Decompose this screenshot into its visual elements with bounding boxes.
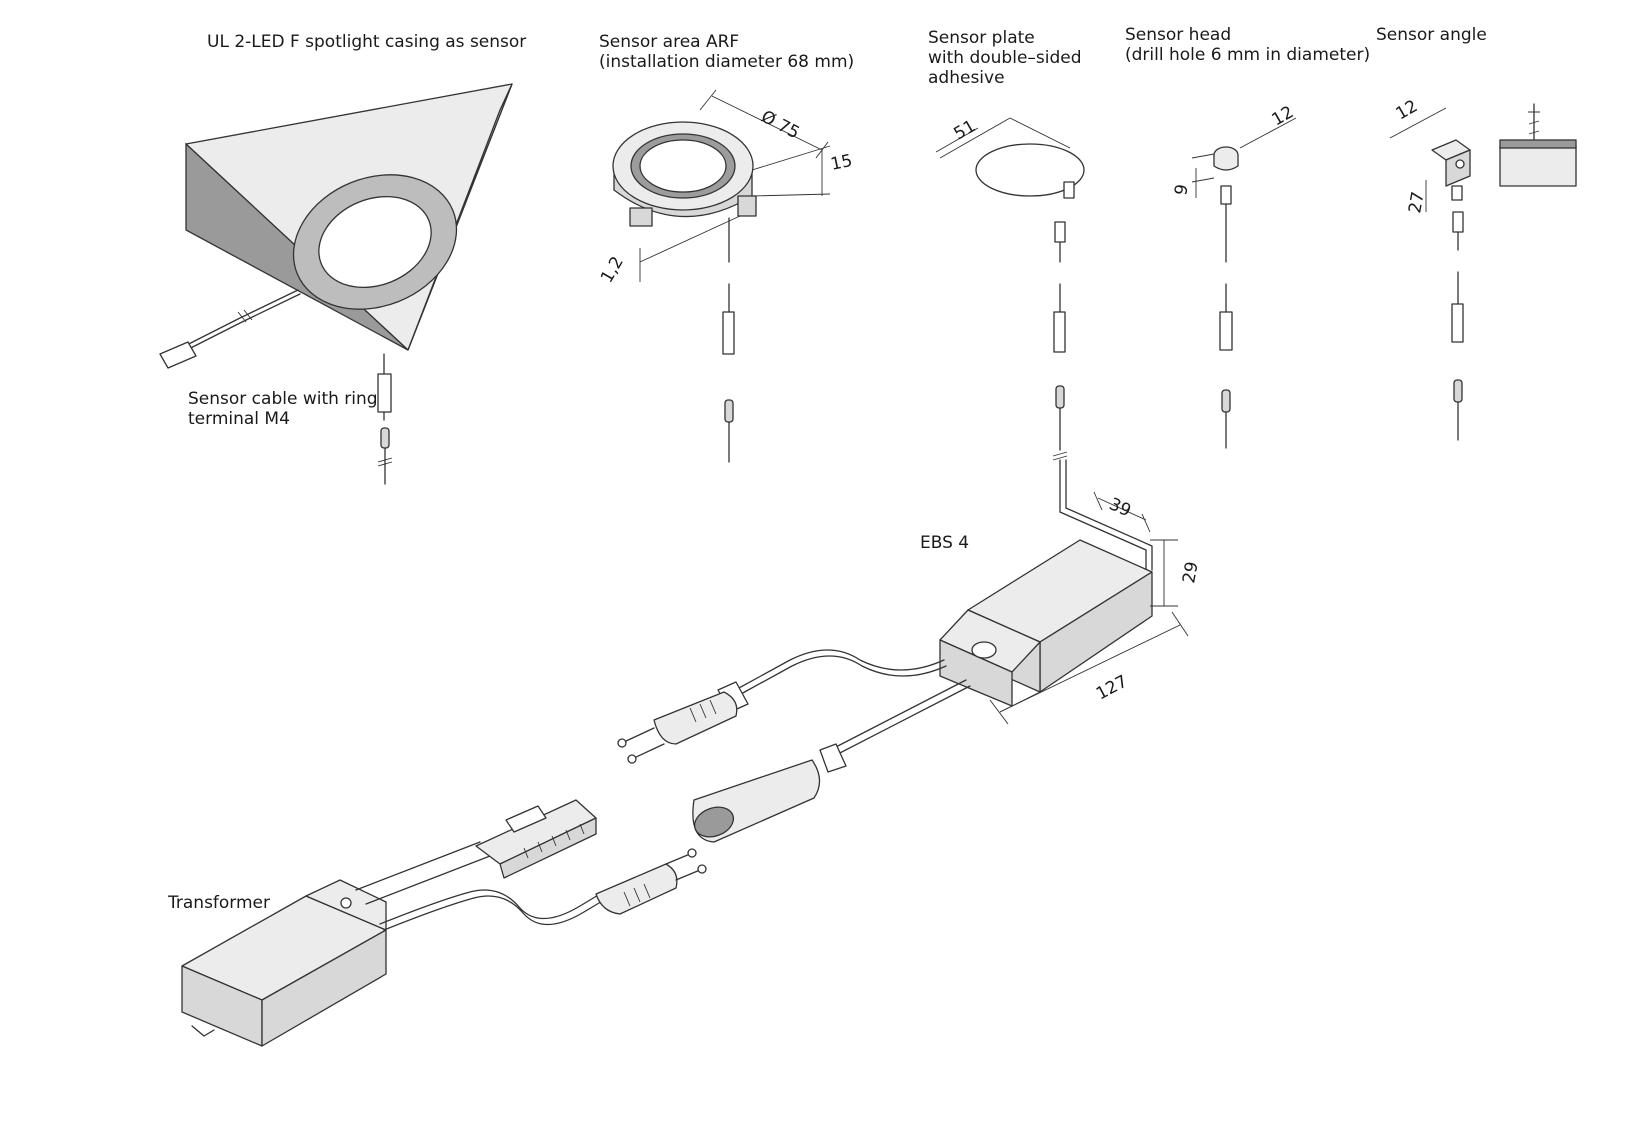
label-sensor-plate-line3: adhesive: [928, 68, 1005, 88]
euro-plug-icon: [617, 691, 738, 764]
dim-arf-rim: 1,2: [597, 253, 628, 286]
label-sensor-head-line2: (drill hole 6 mm in diameter): [1125, 45, 1370, 65]
dim-arf-diameter: Ø 75: [758, 107, 803, 144]
dim-head-diameter: 12: [1269, 102, 1298, 130]
sensor-area-arf: Ø 75 15 1,2: [597, 89, 854, 463]
socket-icon: [692, 759, 821, 843]
label-transformer: Transformer: [167, 893, 270, 913]
label-sensor-plate-line1: Sensor plate: [928, 28, 1035, 48]
ebs4-box: 39 29 127: [939, 491, 1203, 725]
label-spotlight: UL 2-LED F spotlight casing as sensor: [207, 32, 526, 52]
transformer-box: [181, 879, 387, 1047]
distributor-icon: [475, 799, 597, 879]
label-sensor-plate-line2: with double–sided: [928, 48, 1082, 68]
ebs-plug-cable: [717, 649, 947, 713]
sensor-angle: 12 27: [1389, 96, 1471, 441]
label-sensor-angle: Sensor angle: [1376, 25, 1487, 45]
dim-ebs-length: 127: [1093, 672, 1131, 705]
dim-ebs-height: 29: [1179, 560, 1202, 585]
label-sensor-area-line2: (installation diameter 68 mm): [599, 52, 854, 72]
label-sensor-head-line1: Sensor head: [1125, 25, 1231, 45]
sensor-head: 12 9: [1171, 102, 1298, 449]
dim-ebs-width: 39: [1106, 494, 1134, 521]
euro-plug-small-icon: [595, 848, 707, 915]
dim-arf-height: 15: [829, 151, 854, 175]
label-sensor-cable-line2: terminal M4: [188, 409, 290, 429]
label-sensor-area-line1: Sensor area ARF: [599, 32, 739, 52]
transformer-cables: [355, 841, 605, 931]
dim-angle-height: 27: [1405, 190, 1428, 215]
dim-plate-diameter: 51: [951, 116, 980, 144]
spotlight-casing: [185, 83, 513, 351]
dim-angle-width: 12: [1393, 96, 1422, 124]
label-sensor-cable-line1: Sensor cable with ring: [188, 389, 378, 409]
dim-head-height: 9: [1171, 183, 1193, 197]
ebs-socket-cable: [819, 679, 971, 773]
spotlight-cable: [159, 289, 393, 485]
screw-icon: [1499, 103, 1577, 187]
label-ebs: EBS 4: [920, 533, 969, 553]
